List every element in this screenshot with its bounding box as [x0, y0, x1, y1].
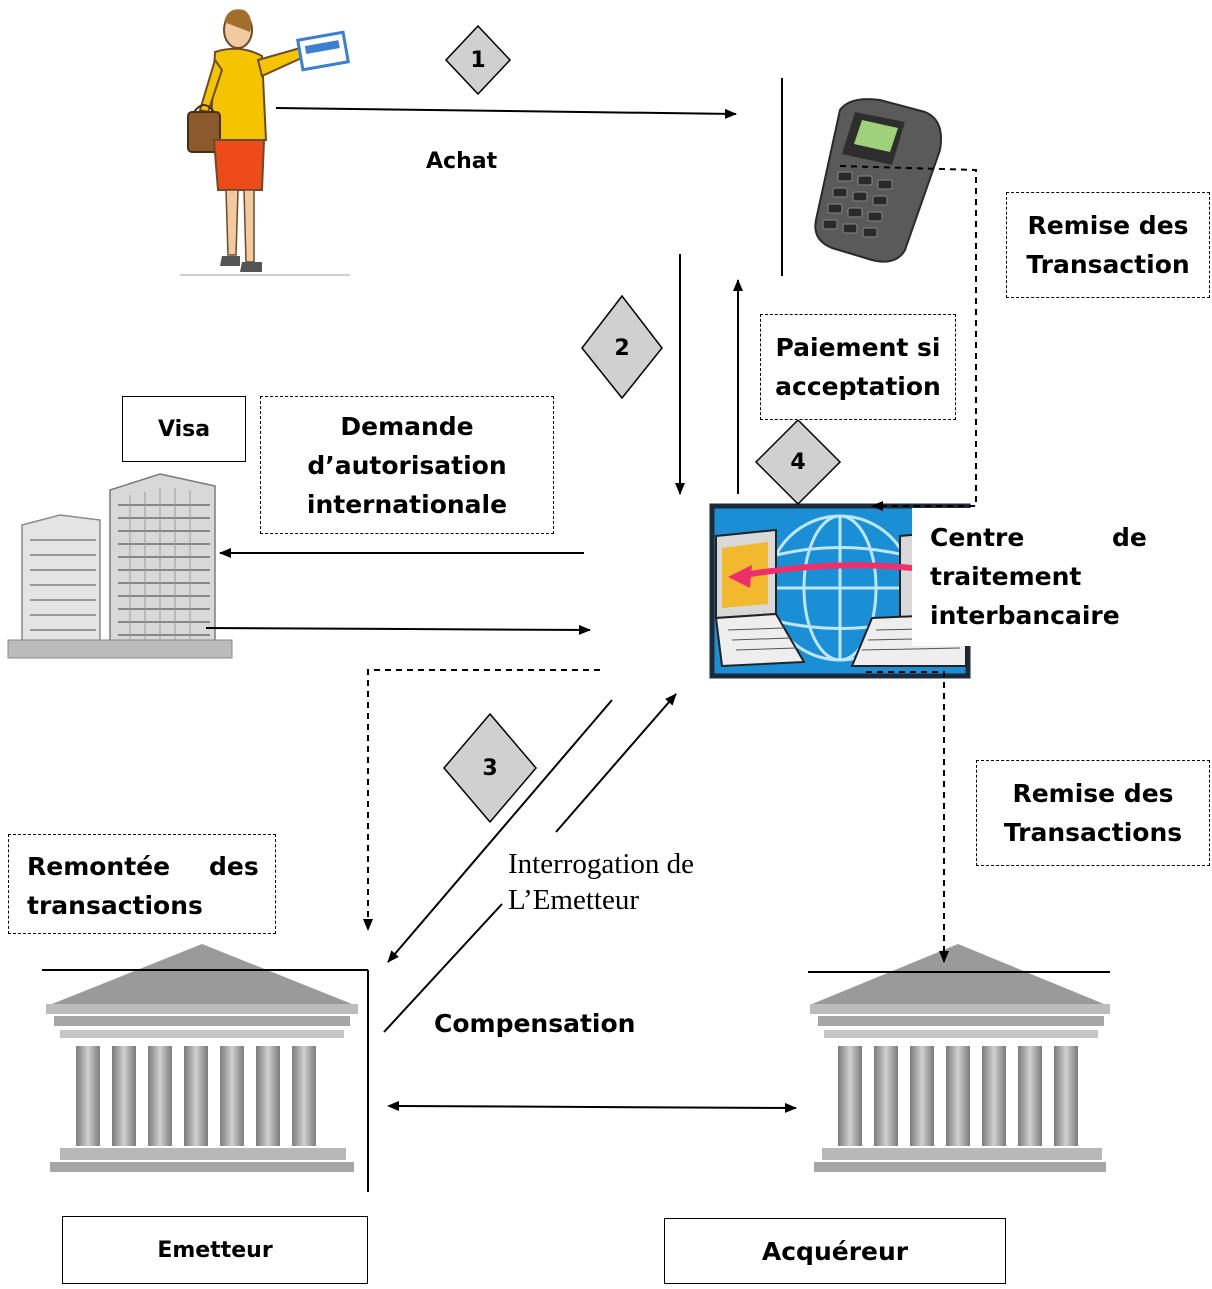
issuer-bank-icon — [46, 944, 358, 1172]
dashed-flow-arrows — [363, 165, 977, 963]
step-number-1: 1 — [470, 47, 486, 73]
visa-office-building-icon — [7, 473, 233, 659]
frame-lines — [42, 78, 1110, 1192]
interbank-network-globe-icon — [709, 503, 972, 679]
demande-line-3: internationale — [306, 489, 508, 519]
remontee-transactions-box: Remontée des transactions — [8, 834, 276, 934]
interrogation-line-1: Interrogation de — [508, 848, 695, 880]
demande-autorisation-box: Demande d’autorisation internationale — [260, 396, 554, 534]
flow-arrows — [205, 107, 797, 1113]
remise-transaction-line-2: Transaction — [1026, 250, 1190, 279]
payment-terminal-icon — [814, 98, 942, 263]
remise-transaction-box: Remise des Transaction — [1006, 192, 1210, 298]
step-number-4: 4 — [790, 449, 806, 475]
remontee-line-1a: Remontée — [27, 852, 171, 881]
remise-transactions-box: Remise des Transactions — [976, 760, 1210, 866]
visa-box: Visa — [122, 396, 246, 462]
paiement-acceptation-box: Paiement si acceptation — [760, 314, 956, 420]
demande-line-1: Demande — [340, 411, 474, 441]
centre-line-3: interbancaire — [930, 601, 1120, 630]
demande-line-2: d’autorisation — [307, 450, 507, 480]
emetteur-box: Emetteur — [62, 1216, 368, 1284]
interrogation-line-2: L’Emetteur — [508, 884, 639, 916]
remise-transactions-line-1: Remise des — [1012, 779, 1174, 808]
remontee-line-1b: des — [209, 852, 259, 881]
centre-line-2: traitement — [930, 562, 1082, 591]
remontee-line-2: transactions — [27, 891, 203, 920]
centre-line-1a: Centre — [930, 523, 1025, 552]
step-number-2: 2 — [614, 335, 630, 361]
acquirer-bank-icon — [810, 944, 1110, 1172]
achat-label: Achat — [426, 149, 498, 174]
paiement-line-1: Paiement si — [775, 333, 941, 362]
paiement-line-2: acceptation — [775, 372, 941, 401]
centre-line-1b: de — [1112, 523, 1147, 552]
shopper-icon — [180, 9, 350, 276]
remise-transaction-line-1: Remise des — [1027, 211, 1189, 240]
acquereur-box: Acquéreur — [664, 1218, 1006, 1284]
compensation-label: Compensation — [434, 1009, 636, 1038]
step-number-3: 3 — [482, 755, 498, 781]
step-diamonds — [443, 24, 842, 824]
remise-transactions-line-2: Transactions — [1003, 818, 1183, 847]
